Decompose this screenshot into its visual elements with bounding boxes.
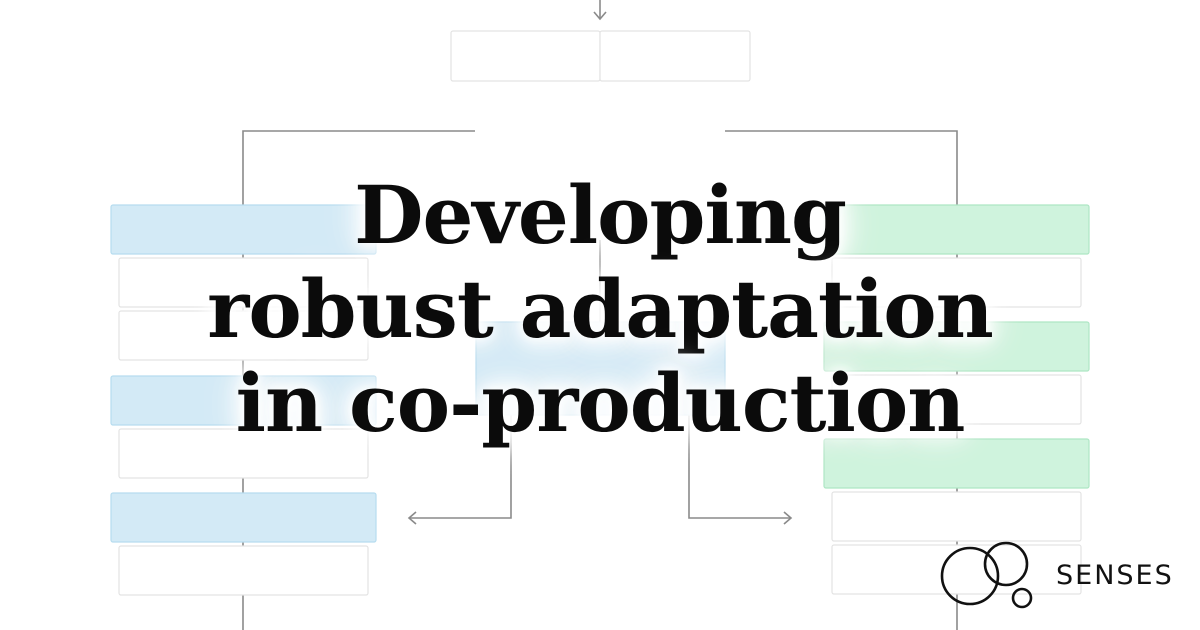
senses-logo-icon — [940, 541, 1033, 609]
left-white-box — [118, 428, 369, 479]
title-line-3: in co-production — [235, 356, 966, 450]
right-white-box — [831, 257, 1082, 308]
title-line-1: Developing — [354, 168, 847, 262]
left-blue-box — [110, 204, 377, 255]
center-left-connector — [410, 415, 512, 519]
center-left-arrow-head — [407, 511, 417, 525]
center-right-arrow-head — [783, 511, 793, 525]
top-box-left — [450, 30, 601, 82]
left-column — [110, 204, 377, 596]
senses-logo: SENSES — [940, 540, 1190, 620]
left-white-box — [118, 257, 369, 308]
right-green-box — [823, 321, 1090, 372]
right-column — [823, 204, 1090, 595]
right-white-box — [831, 491, 1082, 542]
title-line-2: robust adaptation — [207, 262, 994, 356]
left-blue-box — [110, 492, 377, 543]
right-white-box — [831, 374, 1082, 425]
center-right-connector — [688, 415, 790, 519]
right-green-box — [823, 204, 1090, 255]
center-blue-box — [475, 321, 726, 416]
top-box-right — [599, 30, 751, 82]
top-boxes — [450, 30, 751, 82]
right-green-box — [823, 438, 1090, 489]
left-blue-box — [110, 375, 377, 426]
left-white-box — [118, 310, 369, 361]
brand-name: SENSES — [1056, 560, 1174, 591]
top-arrow-head — [593, 11, 607, 21]
left-white-box — [118, 545, 369, 596]
page-title: Developing robust adaptation in co-produ… — [0, 168, 1200, 450]
